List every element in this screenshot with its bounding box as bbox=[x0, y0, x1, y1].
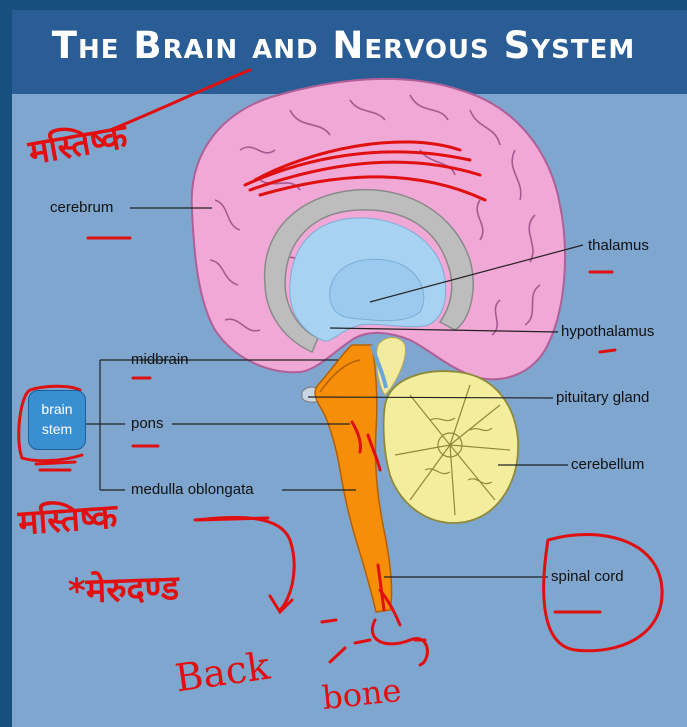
label-spinal-cord: spinal cord bbox=[551, 568, 624, 586]
stroke-4 bbox=[322, 620, 336, 622]
medulla-line-under bbox=[198, 518, 268, 520]
cerebellum-shape bbox=[384, 371, 519, 523]
brain-stem-box: brain stem bbox=[28, 390, 86, 450]
hypothalamus-underline bbox=[600, 350, 615, 352]
label-pons: pons bbox=[131, 415, 164, 433]
label-midbrain: midbrain bbox=[131, 351, 189, 369]
brain-stem-line1: brain bbox=[29, 399, 85, 419]
label-cerebellum: cerebellum bbox=[571, 456, 644, 474]
handwriting-lower-left: *मेरुदण्ड bbox=[67, 563, 179, 613]
label-thalamus: thalamus bbox=[588, 237, 649, 255]
page-title: The Brain and Nervous System bbox=[0, 24, 687, 67]
label-cerebrum: cerebrum bbox=[50, 199, 113, 217]
label-hypothalamus: hypothalamus bbox=[561, 323, 654, 341]
label-pituitary-gland: pituitary gland bbox=[556, 389, 649, 407]
label-medulla-oblongata: medulla oblongata bbox=[131, 481, 254, 499]
brain-stem-line2: stem bbox=[29, 419, 85, 439]
handwriting-middle-left: मस्तिष्क bbox=[17, 492, 119, 545]
